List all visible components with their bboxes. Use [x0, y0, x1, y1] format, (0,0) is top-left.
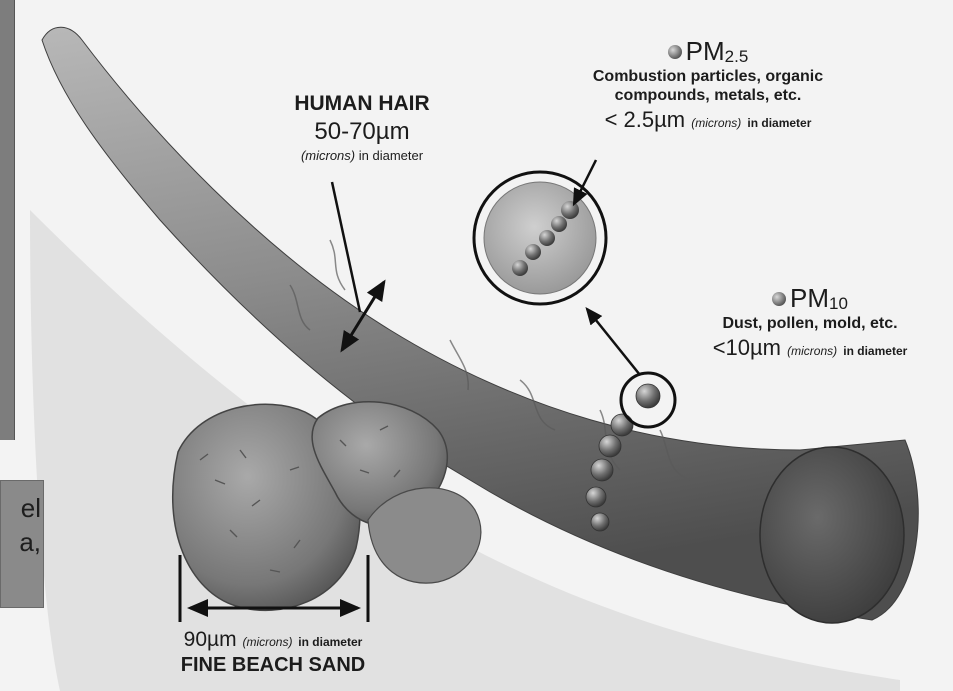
pm10-unit-note: (microns)	[787, 344, 837, 358]
human-hair-label: HUMAN HAIR 50-70µm (microns) in diameter	[262, 92, 462, 163]
human-hair-diameter-label: in diameter	[359, 148, 423, 163]
sand-label: 90µm (microns) in diameter FINE BEACH SA…	[128, 628, 418, 677]
pm10-diameter-label: in diameter	[843, 344, 907, 358]
pm25-description-line1: Combustion particles, organic	[548, 67, 868, 86]
pm25-description-line2: compounds, metals, etc.	[548, 86, 868, 105]
pm25-subscript: 2.5	[725, 47, 749, 66]
pm25-unit-note: (microns)	[691, 116, 741, 130]
human-hair-unit-note: (microns)	[301, 148, 355, 163]
pm10-name: PM10	[790, 283, 848, 314]
left-edge-text-box: el a,	[0, 480, 44, 608]
pm25-heading: PM2.5	[668, 43, 749, 60]
pm10-dot-icon	[772, 292, 786, 306]
pm25-diameter-label: in diameter	[747, 116, 811, 130]
pm10-subscript: 10	[829, 294, 848, 313]
pm10-size: <10µm (microns) in diameter	[670, 335, 950, 361]
pm25-size: < 2.5µm (microns) in diameter	[548, 107, 868, 133]
pm25-label: PM2.5 Combustion particles, organic comp…	[548, 36, 868, 133]
sand-title: FINE BEACH SAND	[128, 654, 418, 677]
left-text-fragment-1: el	[21, 493, 41, 524]
hair-label-leader	[332, 182, 360, 312]
pm25-size-value: < 2.5µm	[605, 107, 686, 132]
pm10-to-zoom-arrow	[587, 309, 640, 375]
human-hair-size: 50-70µm	[262, 118, 462, 146]
pm10-label: PM10 Dust, pollen, mold, etc. <10µm (mic…	[670, 283, 950, 361]
human-hair-diameter-note: (microns) in diameter	[262, 148, 462, 163]
pm10-name-text: PM	[790, 283, 829, 313]
pm25-name: PM2.5	[686, 36, 749, 67]
sand-diameter-label: in diameter	[298, 635, 362, 649]
hair-cross-section	[760, 447, 904, 623]
sand-size-value: 90µm	[184, 628, 237, 651]
pm10-size-value: <10µm	[713, 335, 781, 360]
pm10-heading: PM10	[772, 290, 848, 307]
left-edge-strip	[0, 0, 15, 440]
sand-size: 90µm (microns) in diameter	[128, 628, 418, 652]
sand-unit-note: (microns)	[242, 635, 292, 649]
human-hair-title: HUMAN HAIR	[262, 92, 462, 116]
pm10-description: Dust, pollen, mold, etc.	[670, 314, 950, 333]
pm25-name-text: PM	[686, 36, 725, 66]
left-text-fragment-2: a,	[19, 527, 41, 558]
pm25-dot-icon	[668, 45, 682, 59]
